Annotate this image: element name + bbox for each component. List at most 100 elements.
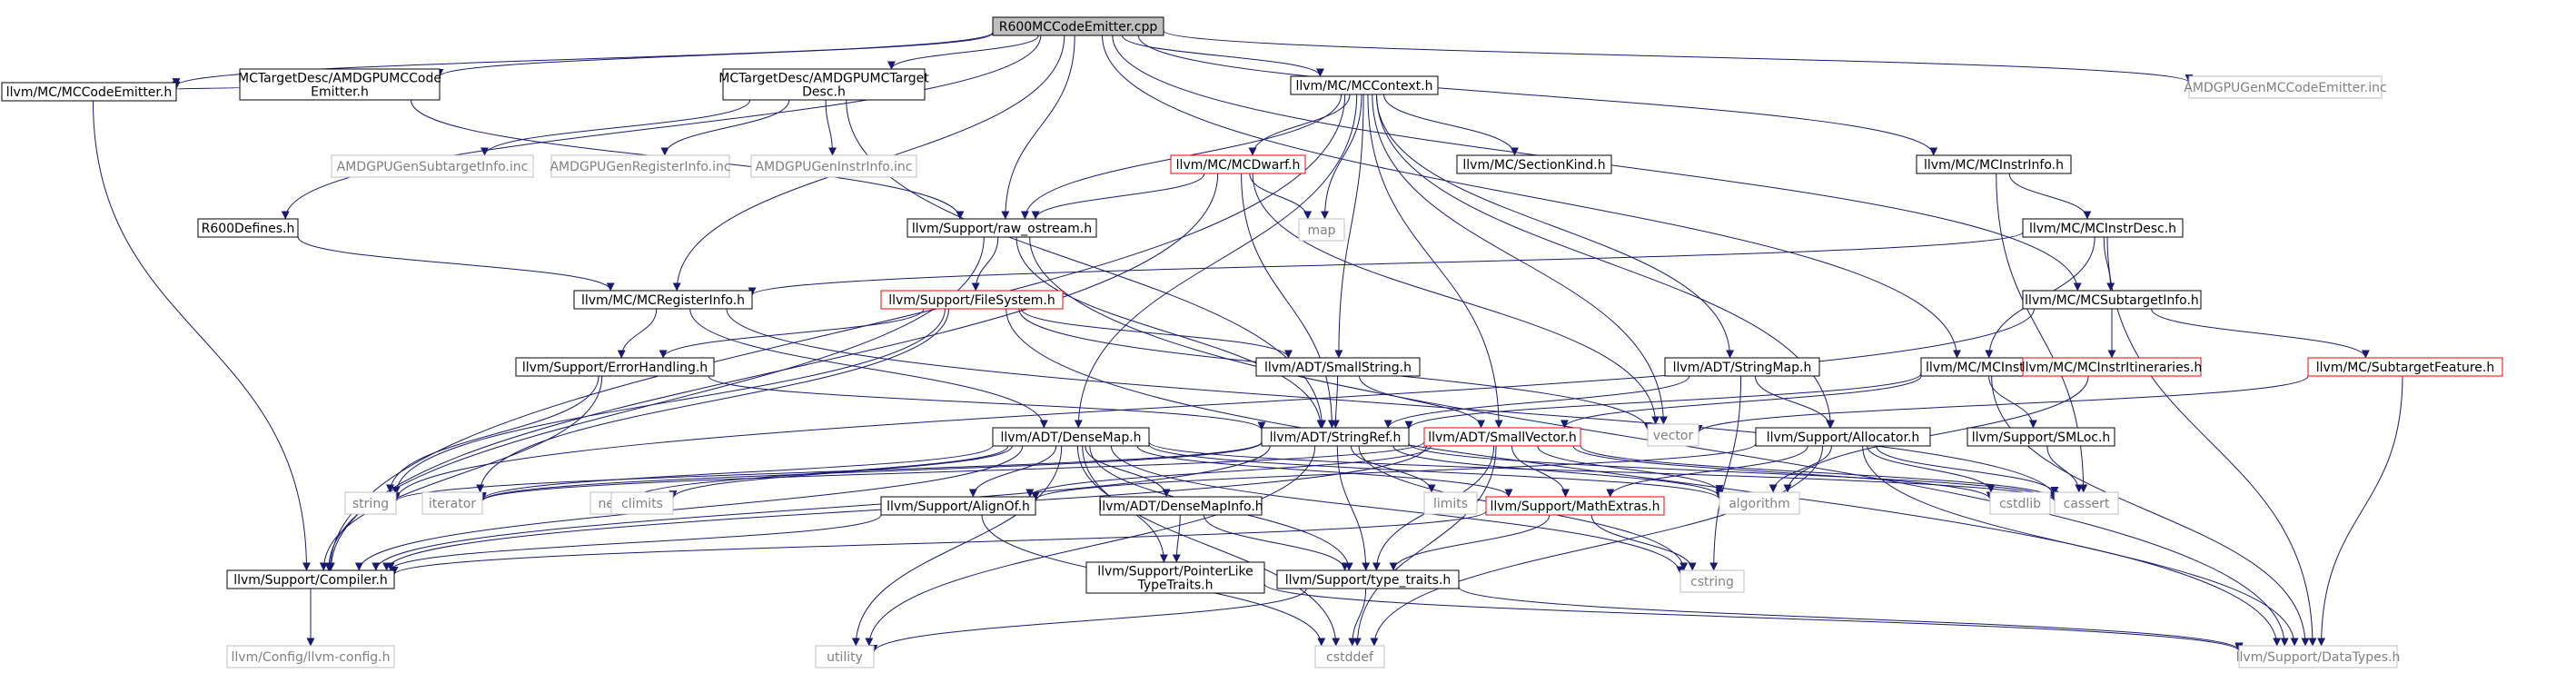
node-box-alignof	[880, 496, 1036, 516]
edge-mcinst-to-stringref	[1404, 372, 1922, 430]
node-box-r600defines	[197, 218, 299, 238]
node-label-cstdlib: cstdlib	[1999, 497, 2041, 511]
edge-mccontext-to-smallstring	[1334, 94, 1364, 359]
node-densemapinfo[interactable]: llvm/ADT/DenseMapInfo.h	[1098, 496, 1263, 516]
edge-mcregisterinfo-to-densemap	[689, 308, 1048, 429]
edge-densemap-to-iterator	[478, 444, 994, 500]
edge-filesystem-to-errorhandling	[659, 308, 925, 359]
node-box-cassert	[2054, 491, 2119, 515]
node-iterator: iterator	[421, 491, 483, 515]
edge-errorhandling-to-compiler	[319, 375, 603, 571]
node-mcinstrinfo[interactable]: llvm/MC/MCInstrInfo.h	[1916, 154, 2072, 174]
edge-densemap-to-alignof	[968, 445, 1057, 498]
node-mcinstritineraries[interactable]: llvm/MC/MCInstrItineraries.h	[2022, 357, 2203, 377]
edge-allocator-to-algorithm	[1769, 445, 1832, 493]
node-label-iterator: iterator	[429, 497, 476, 511]
node-r600defines[interactable]: R600Defines.h	[197, 218, 299, 238]
edge-root-to-amdgpumccodeemitter	[435, 32, 994, 77]
edge-smallstring-to-smallvector	[1359, 375, 1485, 429]
node-cstdlib: cstdlib	[1989, 491, 2051, 515]
edge-mathextras-to-cstring	[1590, 514, 1697, 571]
node-label-filesystem: llvm/Support/FileSystem.h	[888, 293, 1055, 308]
node-smloc[interactable]: llvm/Support/SMLoc.h	[1967, 427, 2115, 447]
node-mcregisterinfo[interactable]: llvm/MC/MCRegisterInfo.h	[573, 290, 753, 310]
node-label-smallstring: llvm/ADT/SmallString.h	[1264, 361, 1412, 375]
node-mcinstrdesc[interactable]: llvm/MC/MCInstrDesc.h	[2022, 218, 2184, 238]
node-box-errorhandling	[515, 357, 715, 377]
node-mathextras[interactable]: llvm/Support/MathExtras.h	[1485, 496, 1665, 516]
node-box-smallvector	[1423, 427, 1581, 447]
node-smallvector[interactable]: llvm/ADT/SmallVector.h	[1423, 427, 1581, 447]
node-mcsubtargetinfo[interactable]: llvm/MC/MCSubtargetInfo.h	[2022, 290, 2202, 310]
edge-filesystem-to-string	[391, 308, 946, 495]
edge-stringref-to-utility	[865, 445, 1316, 647]
node-sectionkind[interactable]: llvm/MC/SectionKind.h	[1456, 154, 1612, 174]
edge-densemap-to-algorithm	[1148, 443, 1724, 500]
node-box-compiler	[226, 569, 395, 589]
node-label-smloc: llvm/Support/SMLoc.h	[1972, 431, 2111, 445]
node-box-subtargetfeature	[2307, 357, 2503, 377]
node-label-mccontext: llvm/MC/MCContext.h	[1295, 79, 1432, 94]
node-subtargetfeature[interactable]: llvm/MC/SubtargetFeature.h	[2307, 357, 2503, 377]
edge-r600defines-to-mcregisterinfo	[297, 236, 615, 292]
node-filesystem[interactable]: llvm/Support/FileSystem.h	[880, 290, 1064, 310]
node-raw_ostream[interactable]: llvm/Support/raw_ostream.h	[907, 218, 1097, 238]
node-label-r600defines: R600Defines.h	[202, 222, 295, 236]
edge-mccontext-to-vector	[1372, 94, 1668, 425]
edge-mathextras-to-type_traits	[1389, 514, 1551, 571]
edge-allocator-to-datatypes	[1862, 445, 2299, 647]
node-smallstring[interactable]: llvm/ADT/SmallString.h	[1255, 357, 1421, 377]
edge-stringref-to-type_traits	[1336, 445, 1371, 571]
node-box-mcinstritineraries	[2022, 357, 2202, 377]
edge-densemap-to-cassert	[1148, 441, 2059, 502]
node-label-genInstr: AMDGPUGenInstrInfo.inc	[755, 160, 912, 174]
node-limits: limits	[1423, 491, 1478, 515]
edge-allocator-to-cassert	[1876, 445, 2059, 495]
node-allocator[interactable]: llvm/Support/Allocator.h	[1755, 427, 1931, 447]
edge-root-to-mccodeemitter	[172, 31, 994, 87]
node-mccodeemitter[interactable]: llvm/MC/MCCodeEmitter.h	[1, 82, 177, 102]
node-label-string: string	[352, 497, 389, 511]
edge-densemap-to-cstring	[1110, 445, 1685, 575]
node-compiler[interactable]: llvm/Support/Compiler.h	[226, 569, 395, 589]
edge-amdgpumctargetdesc-to-genSubtarget	[481, 99, 751, 156]
node-label-mcregisterinfo: llvm/MC/MCRegisterInfo.h	[581, 293, 745, 308]
edge-smallvector-to-alignof	[1025, 445, 1432, 498]
edge-mcregisterinfo-to-cassert	[726, 308, 2059, 500]
edge-mccontext-to-allocator	[1376, 94, 1835, 429]
edge-smallvector-to-mathextras	[1511, 445, 1570, 498]
node-densemap[interactable]: llvm/ADT/DenseMap.h	[992, 427, 1150, 447]
edge-subtargetfeature-to-vector	[1694, 375, 2309, 433]
node-errorhandling[interactable]: llvm/Support/ErrorHandling.h	[515, 357, 715, 377]
node-label-pointerlike: llvm/Support/PointerLike	[1097, 565, 1253, 579]
node-mcdwarf[interactable]: llvm/MC/MCDwarf.h	[1170, 154, 1306, 174]
node-stringmap[interactable]: llvm/ADT/StringMap.h	[1664, 357, 1820, 377]
edge-stringmap-to-stringref	[1383, 375, 1690, 429]
edge-mcsubtargetinfo-to-string	[391, 308, 2035, 501]
edge-stringref-to-iterator	[478, 441, 1263, 501]
node-alignof[interactable]: llvm/Support/AlignOf.h	[880, 496, 1036, 516]
node-mccontext[interactable]: llvm/MC/MCContext.h	[1290, 75, 1439, 95]
edge-stringref-to-string	[391, 441, 1263, 502]
edge-mccontext-to-densemap	[1074, 94, 1358, 429]
node-mcinst[interactable]: llvm/MC/MCInst.h	[1920, 357, 2042, 377]
edge-raw_ostream-to-stringref	[1016, 236, 1325, 429]
node-box-amdgpumctargetdesc	[722, 68, 926, 101]
node-type_traits[interactable]: llvm/Support/type_traits.h	[1276, 569, 1460, 589]
edge-mcregisterinfo-to-errorhandling	[617, 308, 658, 359]
edge-errorhandling-to-string	[386, 375, 599, 493]
node-box-llvmconfig	[226, 645, 395, 668]
node-label-llvmconfig: llvm/Config/llvm-config.h	[232, 650, 391, 665]
node-box-iterator	[421, 491, 483, 515]
node-genRegister: AMDGPUGenRegisterInfo.inc	[550, 154, 731, 178]
node-box-sectionkind	[1456, 154, 1612, 174]
edge-stringref-to-compiler	[372, 445, 1271, 571]
node-label-root: R600MCCodeEmitter.cpp	[999, 20, 1158, 35]
node-llvmconfig: llvm/Config/llvm-config.h	[226, 645, 395, 668]
node-label-genRegister: AMDGPUGenRegisterInfo.inc	[550, 160, 730, 174]
node-stringref[interactable]: llvm/ADT/StringRef.h	[1261, 427, 1410, 447]
edge-root-to-mccontext	[1122, 35, 1324, 77]
